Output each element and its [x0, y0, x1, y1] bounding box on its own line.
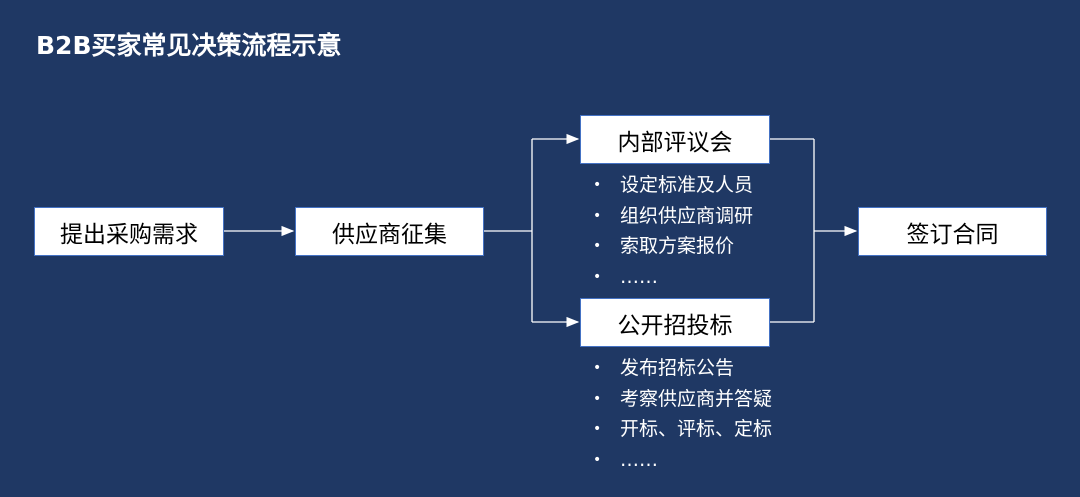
list-item: •组织供应商调研	[593, 204, 754, 227]
node-tender: 公开招投标	[580, 298, 770, 347]
node-request: 提出采购需求	[34, 207, 224, 256]
tender-items-list: •发布招标公告 •考察供应商并答疑 •开标、评标、定标 •……	[593, 353, 772, 475]
list-item: •开标、评标、定标	[593, 418, 773, 440]
list-item: •发布招标公告	[593, 357, 735, 379]
list-item: •……	[593, 265, 658, 288]
page-title: B2B买家常见决策流程示意	[36, 31, 342, 60]
node-internal: 内部评议会	[580, 115, 770, 164]
list-item: •……	[593, 448, 658, 471]
node-contract: 签订合同	[858, 207, 1047, 256]
node-collect: 供应商征集	[295, 207, 484, 256]
internal-items-list: •设定标准及人员 •组织供应商调研 •索取方案报价 •……	[593, 170, 753, 292]
list-item: •设定标准及人员	[593, 174, 754, 196]
list-item: •索取方案报价	[593, 235, 735, 257]
list-item: •考察供应商并答疑	[593, 387, 773, 410]
